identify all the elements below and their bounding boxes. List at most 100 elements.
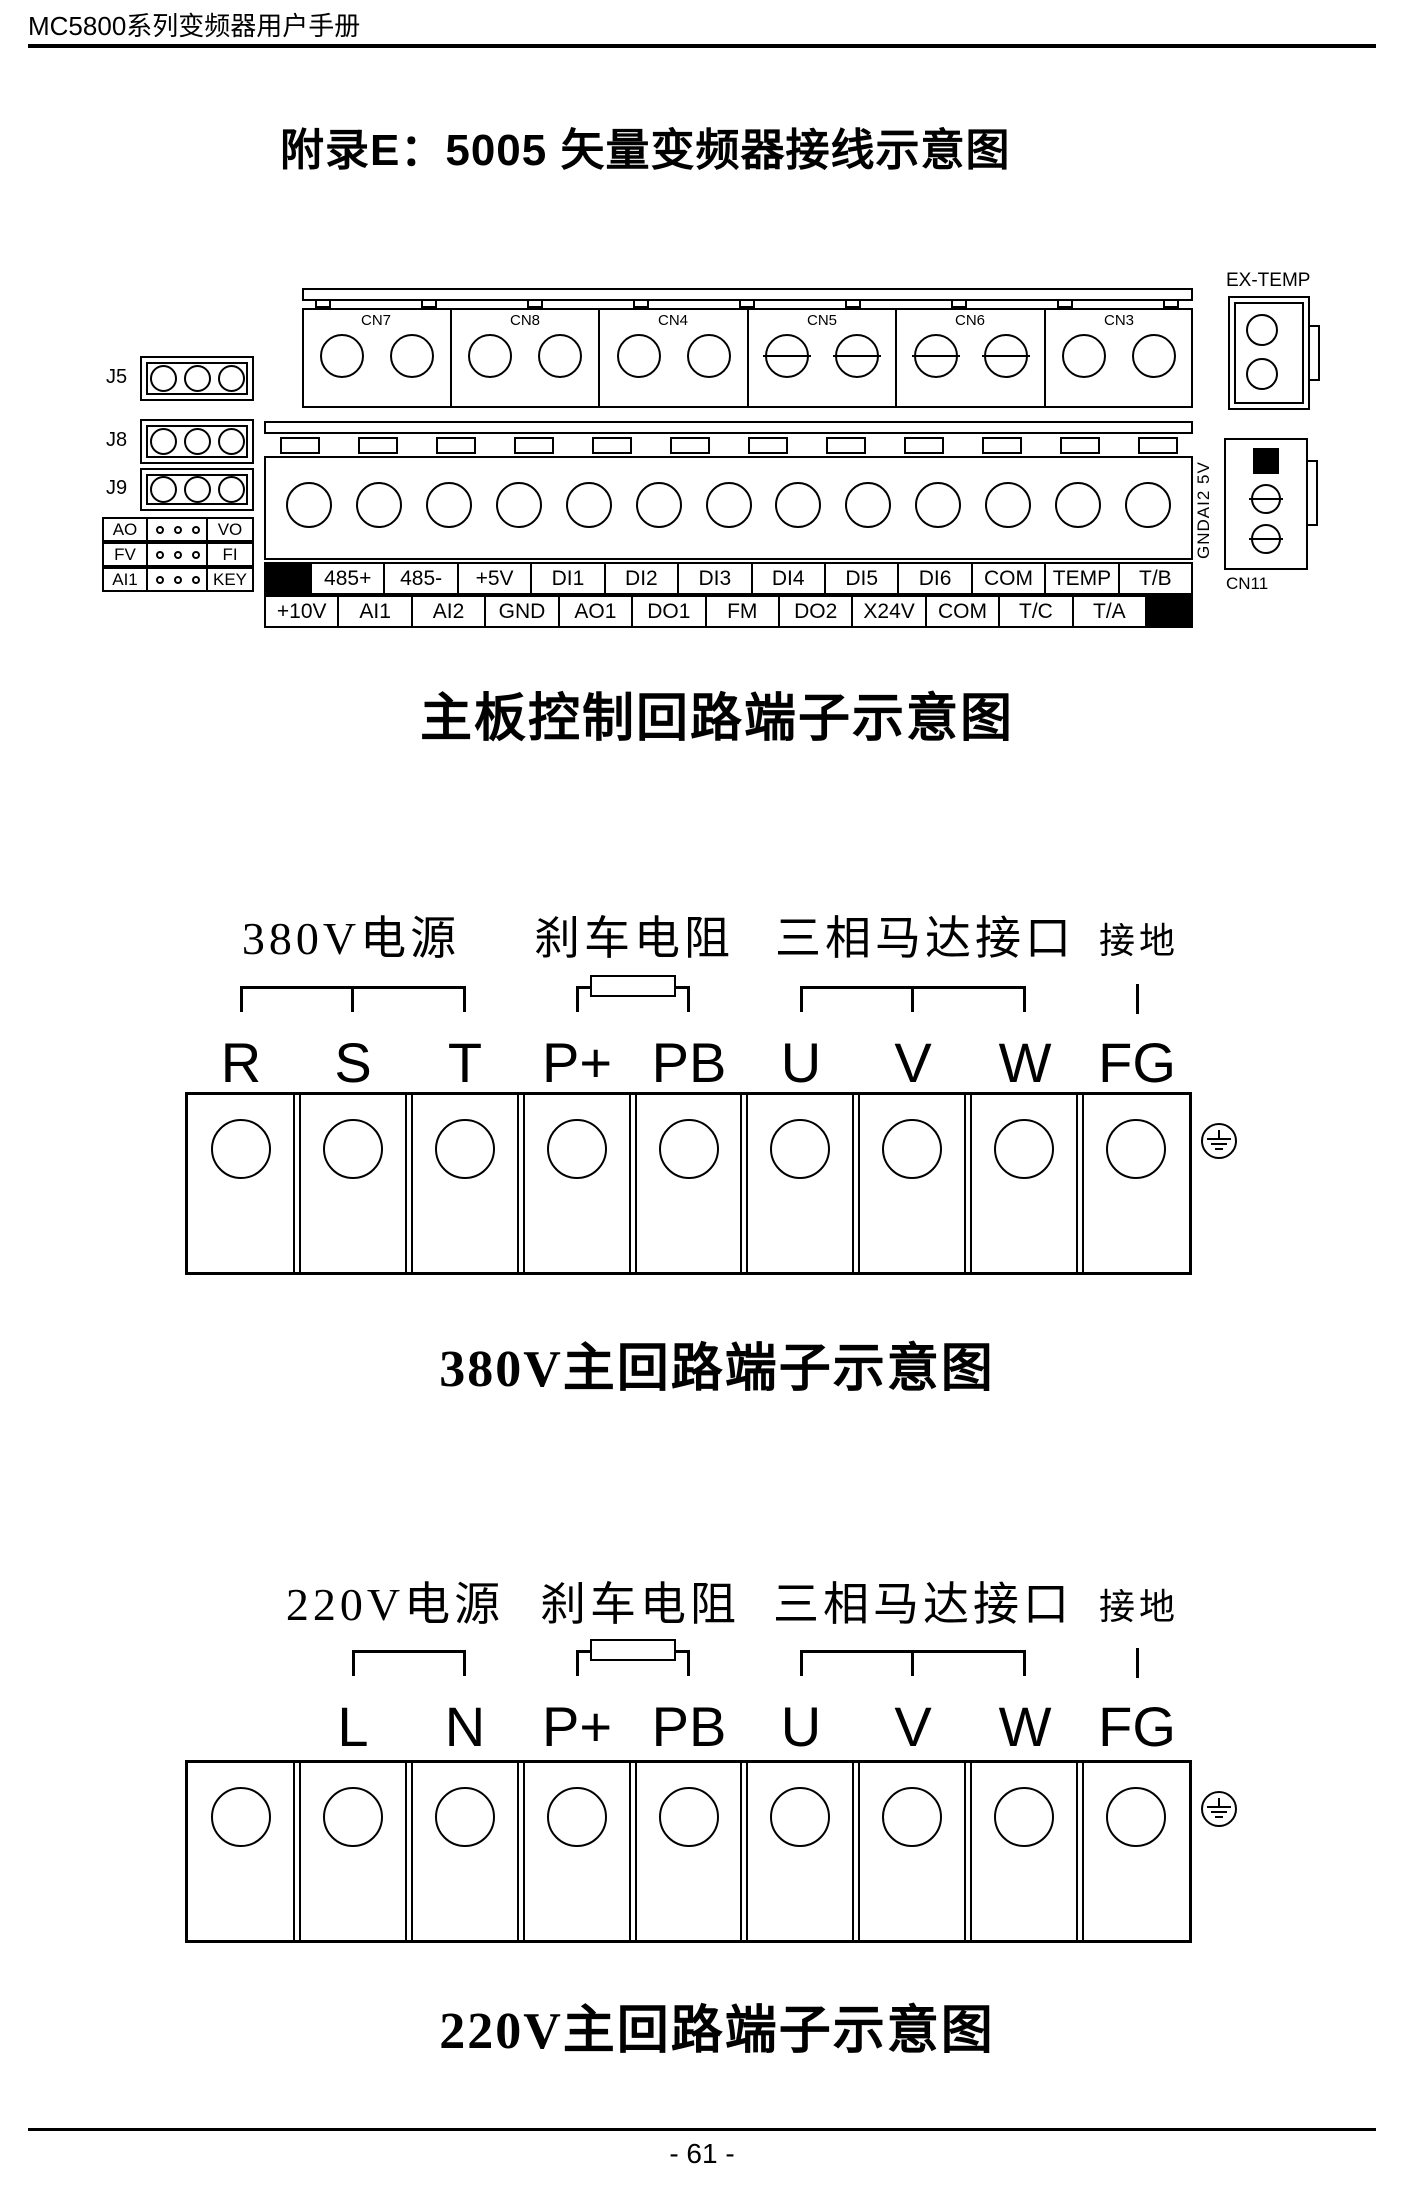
- main-circuit-220v: 220V电源 刹车电阻 三相马达接口 接地 L N P+ PB U V W FG: [0, 1568, 1404, 2060]
- jumper-pin-dot: [156, 526, 164, 534]
- cn-pin-circle: [320, 334, 364, 378]
- terminal-circle: [547, 1119, 607, 1179]
- cn-pin-circle: [1062, 334, 1106, 378]
- j-pin-circle: [150, 476, 177, 503]
- ex-temp-pin-circle: [1246, 314, 1278, 346]
- terminal-label-cell: TEMP: [1044, 562, 1120, 595]
- resistor-symbol: [590, 1639, 676, 1661]
- terminal-label-cell: DO1: [631, 595, 707, 628]
- jumper-row: AO VO: [102, 517, 254, 542]
- footer-rule: [28, 2128, 1376, 2131]
- rail-notch: [527, 299, 543, 308]
- control-board-caption: 主板控制回路端子示意图: [419, 691, 1014, 748]
- terminal-label-cell: 485-: [383, 562, 459, 595]
- terminal-divider: [1076, 1095, 1084, 1272]
- rail-notch: [951, 299, 967, 308]
- terminal-circle: [659, 1119, 719, 1179]
- control-board-diagram: EX-TEMP CN7 CN8 CN4 CN5 CN6 CN3: [100, 270, 1320, 660]
- terminal-circle: [994, 1787, 1054, 1847]
- j-pin-circle: [184, 476, 211, 503]
- terminal-label-cell: DI6: [897, 562, 973, 595]
- terminal-circle: [323, 1119, 383, 1179]
- power-bracket-leg: [351, 986, 354, 1012]
- terminal-label-row-1: 485+ 485- +5V DI1 DI2 DI3 DI4 DI5 DI6 CO…: [264, 562, 1194, 595]
- j-pin-circle: [218, 476, 245, 503]
- mid-rail: [264, 421, 1193, 434]
- terminal-divider: [517, 1095, 525, 1272]
- terminal-screw-circle: [1055, 482, 1101, 528]
- terminal-letter: U: [780, 1031, 822, 1094]
- terminal-divider: [405, 1095, 413, 1272]
- resistor-symbol: [590, 975, 676, 997]
- terminal-label-cell: T/B: [1117, 562, 1194, 595]
- terminal-circle: [659, 1787, 719, 1847]
- terminal-label-cell: DI2: [603, 562, 680, 595]
- terminal-label-cell: AO1: [557, 595, 634, 628]
- terminal-circle: [435, 1119, 495, 1179]
- terminal-letter: P+: [541, 1695, 613, 1758]
- ex-temp-clip: [1308, 325, 1320, 381]
- terminal-screw-circle: [775, 482, 821, 528]
- cn11-screw-circle: [1249, 484, 1283, 514]
- jumper-label-left: FV: [102, 542, 148, 567]
- terminal-divider: [629, 1763, 637, 1940]
- terminal-label-cell: AI2: [410, 595, 487, 628]
- terminal-screw-circle: [566, 482, 612, 528]
- terminal-screw-circle: [1125, 482, 1171, 528]
- cn-label: CN7: [360, 312, 391, 329]
- terminal-black-cell: [1145, 595, 1194, 628]
- terminal-label-cell: COM: [924, 595, 1001, 628]
- jumper-pin-dot: [192, 551, 200, 559]
- terminal-letter: R: [220, 1031, 262, 1094]
- rail-notch: [1163, 299, 1179, 308]
- terminal-letter: P+: [541, 1031, 613, 1094]
- terminal-label-cell: DI1: [530, 562, 606, 595]
- motor-bracket-leg: [911, 1650, 914, 1676]
- terminal-divider: [629, 1095, 637, 1272]
- pin-header: [1138, 437, 1178, 454]
- terminal-divider: [740, 1763, 748, 1940]
- jumper-block: AO VO FV FI AI1: [102, 517, 254, 592]
- pin-header: [904, 437, 944, 454]
- pin-header: [436, 437, 476, 454]
- cn-screw-circle: [763, 334, 811, 378]
- terminal-label-cell: +5V: [456, 562, 533, 595]
- terminal-screw-circle: [496, 482, 542, 528]
- terminal-divider: [852, 1763, 860, 1940]
- terminal-label-cell: AI1: [337, 595, 413, 628]
- pin-header: [592, 437, 632, 454]
- header-title: MC5800系列变频器用户手册: [28, 11, 361, 41]
- jumper-pin-block: [146, 517, 208, 542]
- cn-pin-circle: [1132, 334, 1176, 378]
- ground-lead-line: [1136, 1648, 1139, 1678]
- terminal-letter: N: [444, 1695, 486, 1758]
- terminal-label-cell: FM: [704, 595, 780, 628]
- terminal-circle: [770, 1119, 830, 1179]
- terminal-label-cell: 485+: [310, 562, 386, 595]
- terminal-screw-circle: [426, 482, 472, 528]
- pin-header: [982, 437, 1022, 454]
- jumper-row: FV FI: [102, 542, 254, 567]
- cn-pin-circle: [390, 334, 434, 378]
- jumper-pin-dot: [156, 576, 164, 584]
- jumper-pin-dot: [192, 576, 200, 584]
- cn11-power-pin: [1253, 448, 1279, 474]
- terminal-label-cell: COM: [970, 562, 1047, 595]
- terminal-letter: S: [334, 1031, 372, 1094]
- terminal-circle: [882, 1119, 942, 1179]
- j-pin-circle: [218, 365, 245, 392]
- cn-section-divider: [598, 310, 600, 406]
- rail-notch: [633, 299, 649, 308]
- terminal-screw-circle: [915, 482, 961, 528]
- terminal-divider: [740, 1095, 748, 1272]
- pin-header: [358, 437, 398, 454]
- cn-label: CN4: [657, 312, 688, 329]
- j-pin-circle: [184, 428, 211, 455]
- terminal-letter: PB: [651, 1695, 727, 1758]
- cn-pin-circle: [617, 334, 661, 378]
- terminal-circle: [1106, 1787, 1166, 1847]
- cn-section-divider: [1044, 310, 1046, 406]
- pin-header: [1060, 437, 1100, 454]
- terminal-divider: [852, 1095, 860, 1272]
- caption-380v: 380V主回路端子示意图: [439, 1341, 995, 1398]
